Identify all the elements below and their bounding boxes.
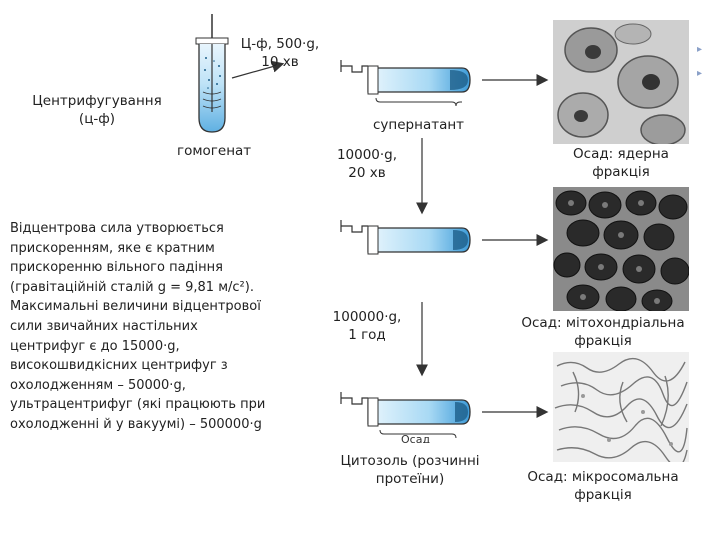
supernatant-label: супернатант	[373, 117, 465, 133]
micrograph-microsomal-fraction	[553, 352, 689, 462]
homogenate-tube	[195, 14, 229, 133]
centrifuge-tube-3	[340, 392, 471, 439]
centrifuge-tube-2	[340, 220, 471, 255]
spin3-label: 100000·g,1 год	[332, 309, 402, 343]
micrograph-nuclear-fraction	[553, 20, 689, 144]
centrifuge-tube-1	[340, 60, 471, 107]
centrifugal-force-explanation: Відцентрова сила утворюється прискорення…	[10, 221, 266, 432]
micrograph-mitochondrial-fraction	[553, 187, 689, 311]
spin2-label: 10000·g,20 хв	[336, 147, 398, 181]
slide-bullet-markers: ▸▸	[697, 44, 703, 79]
centrifugation-label: Центрифугування(ц-ф)	[32, 93, 162, 127]
cut-tube-label: Осад	[401, 434, 431, 443]
homogenate-label: гомогенат	[177, 143, 252, 159]
spin1-label: Ц-ф, 500·g,10 хв	[240, 36, 320, 70]
